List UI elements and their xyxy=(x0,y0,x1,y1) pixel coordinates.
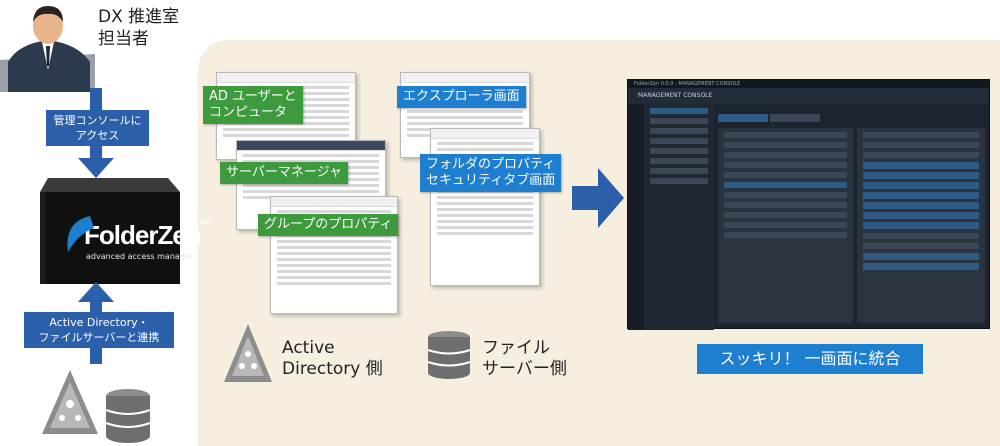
console-folder-pane xyxy=(718,128,853,323)
swoosh-icon xyxy=(67,216,94,252)
product-tm: ™ xyxy=(200,220,211,231)
group-props-tag: グループのプロパティ xyxy=(258,214,399,236)
file-side-caption: ファイル サーバー側 xyxy=(482,338,567,379)
product-name: FolderZen™ xyxy=(84,220,211,251)
server-manager-tag: サーバーマネージャ xyxy=(220,162,348,184)
ad-users-tag: AD ユーザーと コンピュータ xyxy=(203,86,303,124)
console-tab-active[interactable] xyxy=(718,114,768,122)
ad-side-caption: Active Directory 側 xyxy=(282,338,383,379)
arrow-down-icon xyxy=(78,158,114,178)
ad-side-icon xyxy=(224,324,272,382)
console-sidebar xyxy=(628,104,644,330)
arrow-up-icon xyxy=(78,282,114,302)
console-tree xyxy=(644,104,714,330)
arrow-right-icon xyxy=(572,168,624,228)
folder-props-window xyxy=(430,128,540,286)
console-access-pane xyxy=(857,128,985,323)
console-titlebar: FolderZen 0.0.0 - MANAGEMENT CONSOLE xyxy=(628,80,989,88)
ad-link-label: Active Directory・ ファイルサーバーと連携 xyxy=(24,312,174,348)
active-directory-icon xyxy=(42,370,98,434)
integration-caption: スッキリ！ 一画面に統合 xyxy=(697,344,923,374)
folder-props-tag: フォルダのプロパティ セキュリティタブ画面 xyxy=(420,154,562,192)
explorer-tag: エクスプローラ画面 xyxy=(397,86,526,108)
database-icon xyxy=(105,389,151,443)
product-subtitle: advanced access manager xyxy=(86,252,194,261)
person-line2: 担当者 xyxy=(98,29,149,49)
product-name-text: FolderZen xyxy=(84,220,202,250)
server-icon xyxy=(40,178,180,284)
console-header: MANAGEMENT CONSOLE xyxy=(628,88,989,104)
person-caption: DX 推進室 担当者 xyxy=(98,6,179,50)
management-console: FolderZen 0.0.0 - MANAGEMENT CONSOLE MAN… xyxy=(627,79,990,330)
console-access-label: 管理コンソールに アクセス xyxy=(46,110,149,146)
console-tab[interactable] xyxy=(770,114,820,122)
person-line1: DX 推進室 xyxy=(98,7,180,27)
file-side-icon xyxy=(427,331,471,379)
person-icon xyxy=(0,6,95,92)
